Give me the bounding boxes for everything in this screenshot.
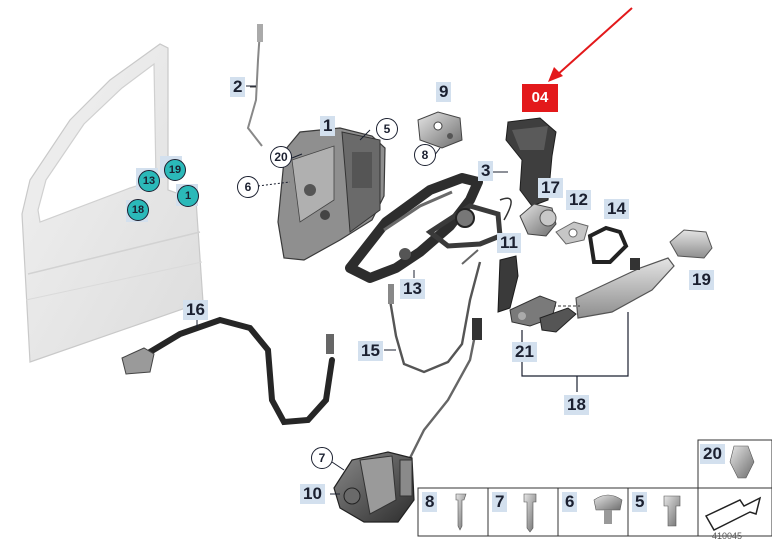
door-marker-1: 1 xyxy=(177,185,199,207)
callout-10: 10 xyxy=(300,484,325,504)
table-cell-8: 8 xyxy=(422,492,438,512)
cable-15 xyxy=(388,249,482,374)
circled-8: 8 xyxy=(414,144,436,166)
circled-20: 20 xyxy=(270,146,292,168)
highlight-label: 04 xyxy=(522,84,558,112)
callout-2: 2 xyxy=(230,77,246,97)
callout-18: 18 xyxy=(564,395,589,415)
callout-21: 21 xyxy=(512,342,537,362)
circled-5: 5 xyxy=(376,118,398,140)
callout-15: 15 xyxy=(358,341,383,361)
callout-3: 3 xyxy=(478,161,494,181)
door-marker-18: 18 xyxy=(127,199,149,221)
callout-13: 13 xyxy=(400,279,425,299)
gasket-12 xyxy=(555,221,589,245)
door-shell xyxy=(21,43,204,363)
circled-7: 7 xyxy=(311,447,333,469)
circled-6: 6 xyxy=(237,176,259,198)
table-cell-6: 6 xyxy=(562,492,578,512)
cable-16 xyxy=(121,316,335,426)
callout-16: 16 xyxy=(183,300,208,320)
door-marker-19: 19 xyxy=(164,159,186,181)
fastener-table xyxy=(417,439,772,537)
gasket-14 xyxy=(587,225,629,264)
red-arrow xyxy=(548,7,633,82)
callout-17: 17 xyxy=(538,178,563,198)
carrier-13 xyxy=(345,173,512,283)
lock-module-1 xyxy=(277,127,386,261)
callout-1: 1 xyxy=(320,116,336,136)
door-marker-13: 13 xyxy=(138,170,160,192)
callout-12: 12 xyxy=(566,190,591,210)
footer-code: 410045 xyxy=(712,531,743,541)
cable-to-lock xyxy=(406,318,482,463)
lever-11 xyxy=(497,255,519,313)
callout-11: 11 xyxy=(497,233,521,253)
table-cell-20: 20 xyxy=(700,444,725,464)
lock-10 xyxy=(333,451,415,523)
callout-14: 14 xyxy=(604,199,629,219)
cap-19 xyxy=(669,229,713,259)
rod-2 xyxy=(246,24,263,147)
bracket-21 xyxy=(509,295,577,333)
table-cell-5: 5 xyxy=(632,492,648,512)
table-cell-7: 7 xyxy=(492,492,508,512)
callout-19: 19 xyxy=(689,270,714,290)
cylinder-17 xyxy=(519,203,557,237)
callout-9: 9 xyxy=(436,82,452,102)
striker-9 xyxy=(417,111,463,149)
